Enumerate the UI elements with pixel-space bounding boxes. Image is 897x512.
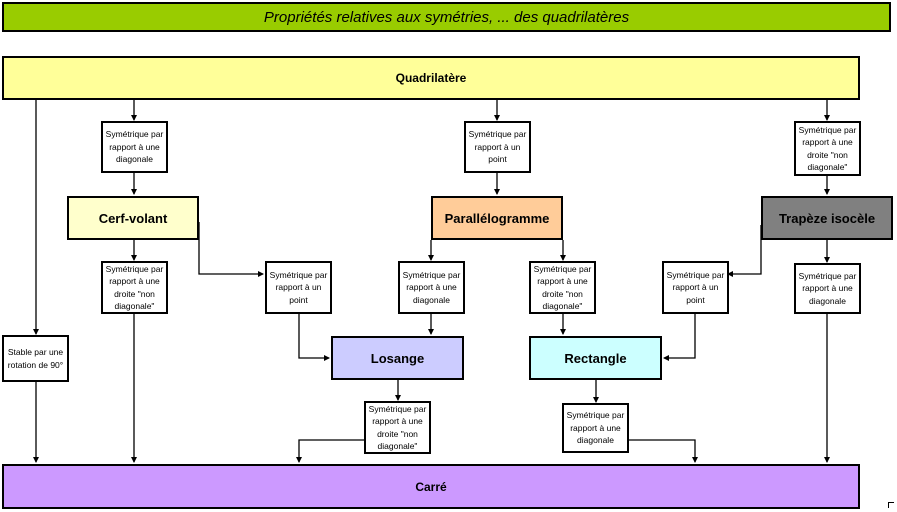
node-cerf-volant: Cerf-volant [67,196,199,240]
node-rectangle: Rectangle [529,336,662,380]
node-quadrilatere: Quadrilatère [2,56,860,100]
node-losange: Losange [331,336,464,380]
node-parallelogramme: Parallélogramme [431,196,563,240]
corner-mark [888,502,894,508]
diagram-title: Propriétés relatives aux symétries, ... … [2,2,891,32]
node-trapeze-isocele: Trapèze isocèle [761,196,893,240]
node-carre: Carré [2,464,860,509]
